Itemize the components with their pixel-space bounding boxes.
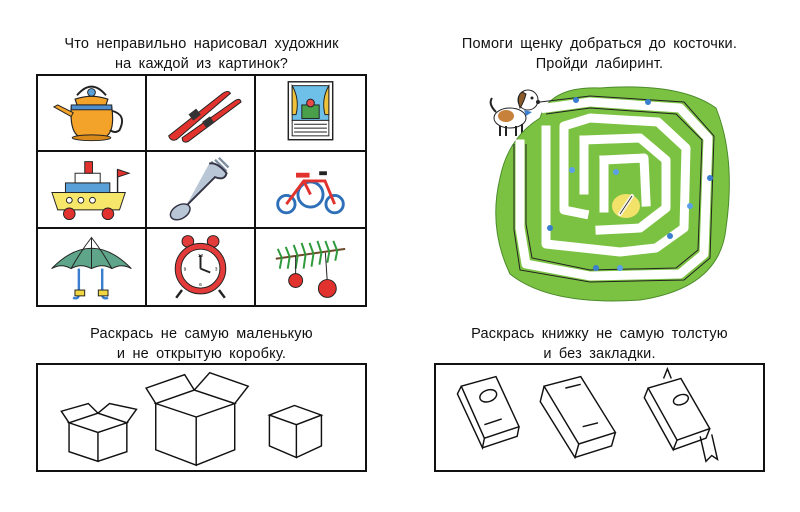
skis-picture xyxy=(147,76,256,153)
bone-picture xyxy=(618,194,634,216)
maze-walls xyxy=(513,95,715,283)
fir-branch-picture xyxy=(256,229,365,305)
svg-text:6: 6 xyxy=(199,282,202,288)
maze-flowers xyxy=(547,97,713,271)
large-open-box xyxy=(145,371,250,467)
left-task2-line1: Раскрась не самую маленькую xyxy=(90,326,313,342)
tricycle-picture xyxy=(256,152,365,229)
alarm-clock-picture: 12 3 6 9 xyxy=(147,228,256,305)
maze-paths xyxy=(515,97,713,281)
window-picture xyxy=(256,76,365,153)
right-task2-line1: Раскрась книжку не самую толстую xyxy=(471,326,728,342)
ship-picture xyxy=(38,152,147,229)
closed-box xyxy=(267,404,324,459)
right-task2-line2: и без закладки. xyxy=(543,346,656,362)
picture-grid: 12 3 6 9 xyxy=(36,74,367,307)
book-with-bookmark xyxy=(643,366,719,463)
boxes-panel xyxy=(36,363,367,472)
svg-text:3: 3 xyxy=(215,266,218,272)
books-panel xyxy=(434,363,765,472)
puppy-picture xyxy=(489,89,540,136)
book-thin xyxy=(456,375,521,451)
fork-spoon-picture xyxy=(147,152,256,229)
left-task2-line2: и не открытую коробку. xyxy=(116,346,287,362)
book-thick xyxy=(539,375,617,460)
right-task1-line2: Пройди лабиринт. xyxy=(535,56,664,72)
svg-text:12: 12 xyxy=(198,253,204,259)
maze-picture xyxy=(495,86,730,302)
right-task1-line1: Помоги щенку добраться до косточки. xyxy=(461,36,738,52)
left-task1-line2: на каждой из картинок? xyxy=(114,56,289,72)
boxes-drawing xyxy=(60,371,324,467)
small-open-box xyxy=(60,402,138,463)
kettle-picture xyxy=(38,76,147,153)
umbrella-picture xyxy=(38,228,147,305)
left-task1-line1: Что неправильно нарисовал художник xyxy=(64,36,339,52)
svg-text:9: 9 xyxy=(184,266,187,272)
books-drawing xyxy=(456,366,719,463)
